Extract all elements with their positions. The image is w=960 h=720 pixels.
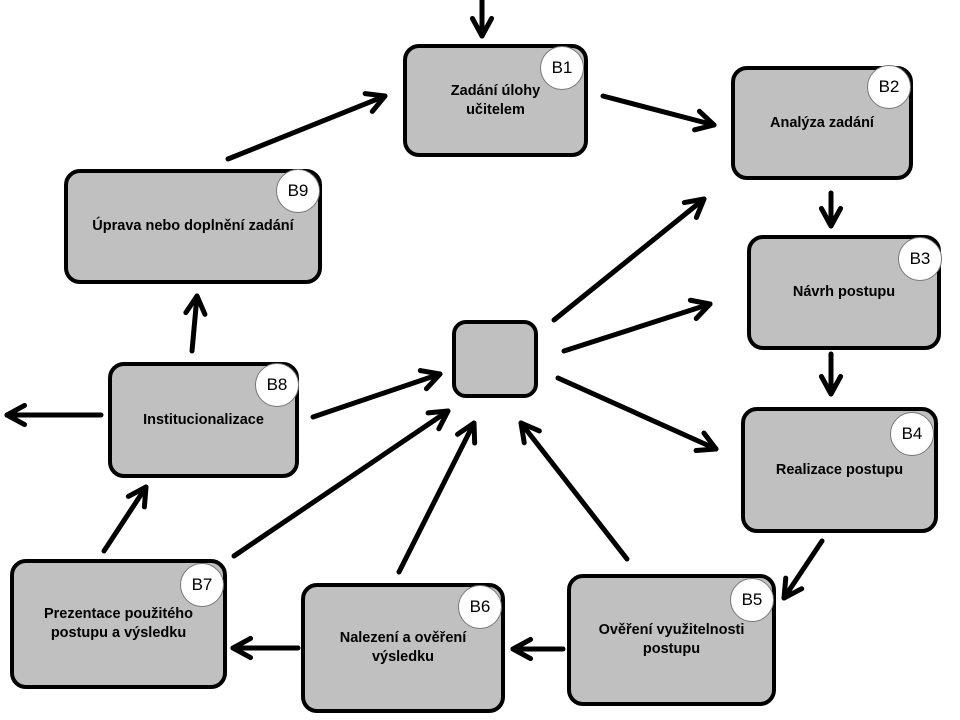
node-b7-badge: B7 — [180, 563, 224, 607]
node-b3: Návrh postupu — [747, 235, 941, 350]
node-b5-badge: B5 — [730, 578, 774, 622]
arrow-b5-to-b6 — [510, 636, 566, 662]
node-b8-badge: B8 — [255, 363, 299, 407]
node-b4: Realizace postupu — [741, 407, 938, 533]
arrow-hub-to-b2 — [551, 196, 707, 323]
arrow-b1-to-b2 — [600, 93, 717, 133]
arrow-b4-to-b5 — [781, 538, 825, 601]
node-b5-label: Ověření využitelnosti postupu — [598, 622, 745, 657]
arrow-b6-to-hub — [396, 420, 478, 575]
arrow-b8-to-hub — [310, 368, 443, 420]
node-b7: Prezentace použitého postupu a výsledku — [10, 559, 227, 689]
center-hub — [452, 320, 538, 398]
node-b8: Institucionalizace — [108, 362, 299, 478]
arrow-b6-to-b7 — [230, 635, 301, 661]
arrow-b2-to-b3 — [818, 190, 844, 229]
arrow-b7-to-b8 — [101, 484, 149, 554]
arrow-into-b1 — [469, 0, 495, 39]
node-b6-badge: B6 — [458, 585, 502, 629]
node-b1-label: Zadání úlohy učitelem — [450, 82, 541, 118]
node-b3-badge: B3 — [898, 237, 942, 281]
arrow-b3-to-b4 — [818, 351, 844, 397]
node-b6-label: Nalezení a ověření výsledku — [339, 630, 467, 665]
arrow-b7-to-hub — [231, 408, 451, 559]
arrow-b8-out-left — [4, 402, 104, 428]
node-b4-badge: B4 — [890, 412, 934, 456]
node-b8-label: Institucionalizace — [143, 411, 264, 428]
arrow-hub-to-b4 — [555, 375, 719, 454]
node-b3-label: Návrh postupu — [792, 284, 896, 300]
node-b2-label: Analýza zadání — [770, 114, 874, 131]
node-b4-label: Realizace postupu — [775, 461, 904, 478]
node-b5: Ověření využitelnosti postupu — [567, 574, 776, 706]
node-b2-badge: B2 — [867, 65, 911, 109]
node-b9-label: Úprava nebo doplnění zadání — [92, 218, 294, 234]
node-b7-label: Prezentace použitého postupu a výsledku — [43, 606, 194, 641]
arrow-b5-to-hub — [518, 420, 630, 562]
node-b1-badge: B1 — [540, 46, 584, 90]
arrow-b9-to-b1 — [225, 91, 388, 162]
arrow-b8-to-b9 — [183, 293, 208, 354]
node-b9-badge: B9 — [276, 169, 320, 213]
arrow-hub-to-b3 — [561, 297, 713, 354]
